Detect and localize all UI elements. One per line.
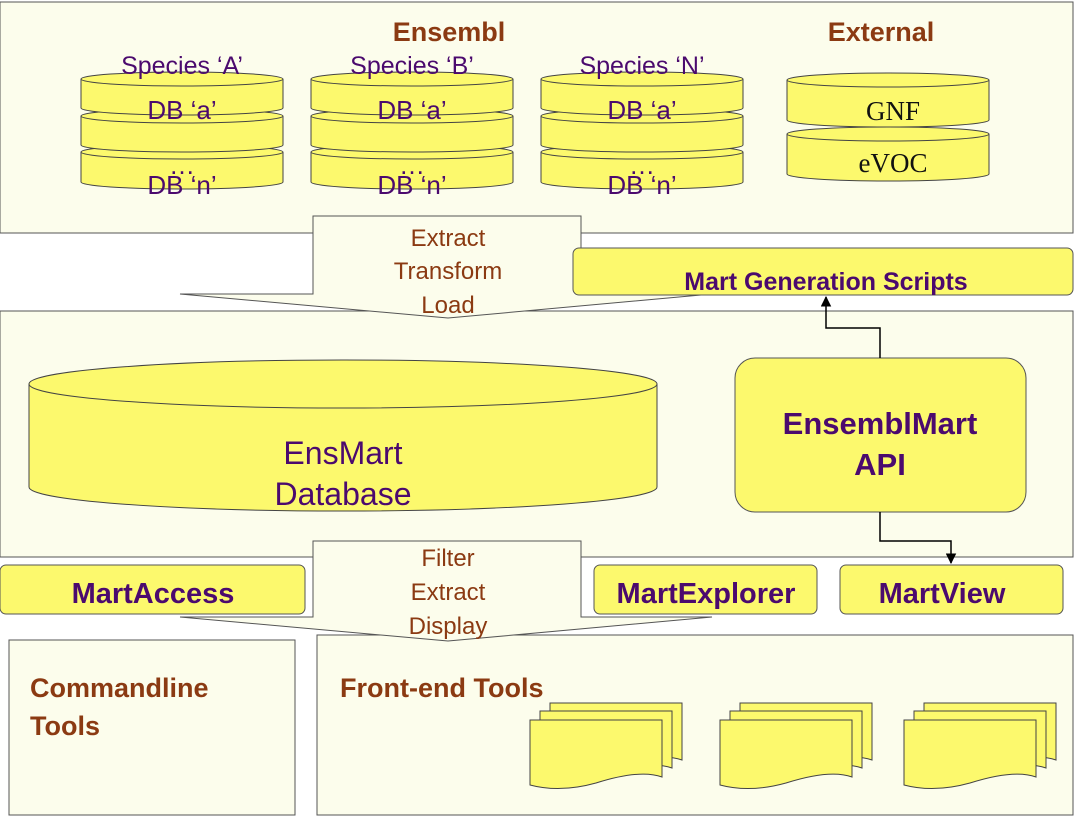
mart-generation-scripts-box[interactable] xyxy=(572,247,1074,296)
fed-arrow xyxy=(179,540,713,642)
document-stack-icon xyxy=(719,702,873,790)
species-b-ellipsis: … xyxy=(399,150,425,180)
document-stack-icon xyxy=(903,702,1057,790)
commandline-tools-label-line1: Commandline xyxy=(30,673,209,703)
etl-transform: Transform xyxy=(394,258,502,285)
api-to-scripts-arrow xyxy=(820,295,881,358)
martexplorer-label: MartExplorer xyxy=(617,578,796,610)
external-title: External xyxy=(828,17,935,47)
frontend-tools-label: Front-end Tools xyxy=(340,673,543,703)
commandline-tools-panel xyxy=(8,639,296,816)
ensmart-database-label-line2: Database xyxy=(275,476,412,512)
fed-filter: Filter xyxy=(421,545,474,572)
etl-extract: Extract xyxy=(411,225,486,252)
species-a-db-first: DB ‘a’ xyxy=(147,95,216,125)
species-b-db-last: DB ‘n’ xyxy=(377,170,446,200)
document-stack-icon xyxy=(529,702,683,790)
species-a-db-last: DB ‘n’ xyxy=(147,170,216,200)
species-b-label: Species ‘B’ xyxy=(350,52,474,80)
external-db-evoc: eVOC xyxy=(859,148,928,178)
fed-extract: Extract xyxy=(411,579,486,606)
fed-display: Display xyxy=(409,613,488,640)
species-b-db-stack xyxy=(310,71,514,190)
external-db-gnf: GNF xyxy=(866,96,920,126)
species-n-ellipsis: … xyxy=(629,150,655,180)
ensembl-title: Ensembl xyxy=(393,17,506,47)
species-b-db-first: DB ‘a’ xyxy=(377,95,446,125)
mart-generation-scripts-label: Mart Generation Scripts xyxy=(684,268,967,296)
external-db-stack xyxy=(786,72,990,182)
etl-load: Load xyxy=(421,292,474,319)
ensmart-database-cylinder xyxy=(28,359,658,512)
species-n-label: Species ‘N’ xyxy=(579,52,704,80)
martview-box[interactable] xyxy=(839,564,1064,615)
species-a-ellipsis: … xyxy=(169,150,195,180)
martaccess-label: MartAccess xyxy=(72,578,235,610)
ensemblmart-api-label-line2: API xyxy=(854,447,906,482)
martexplorer-box[interactable] xyxy=(593,564,818,615)
species-n-db-last: DB ‘n’ xyxy=(607,170,676,200)
martview-label: MartView xyxy=(879,578,1006,610)
species-n-db-first: DB ‘a’ xyxy=(607,95,676,125)
ensemblmart-api-label-line1: EnsemblMart xyxy=(783,406,978,441)
species-a-db-stack xyxy=(80,71,284,190)
species-a-label: Species ‘A’ xyxy=(121,52,243,80)
ensmart-database-label-line1: EnsMart xyxy=(283,435,402,471)
species-n-db-stack xyxy=(540,71,744,190)
commandline-tools-label-line2: Tools xyxy=(30,711,100,741)
api-to-martview-arrow xyxy=(879,512,957,565)
martaccess-box[interactable] xyxy=(0,564,306,615)
